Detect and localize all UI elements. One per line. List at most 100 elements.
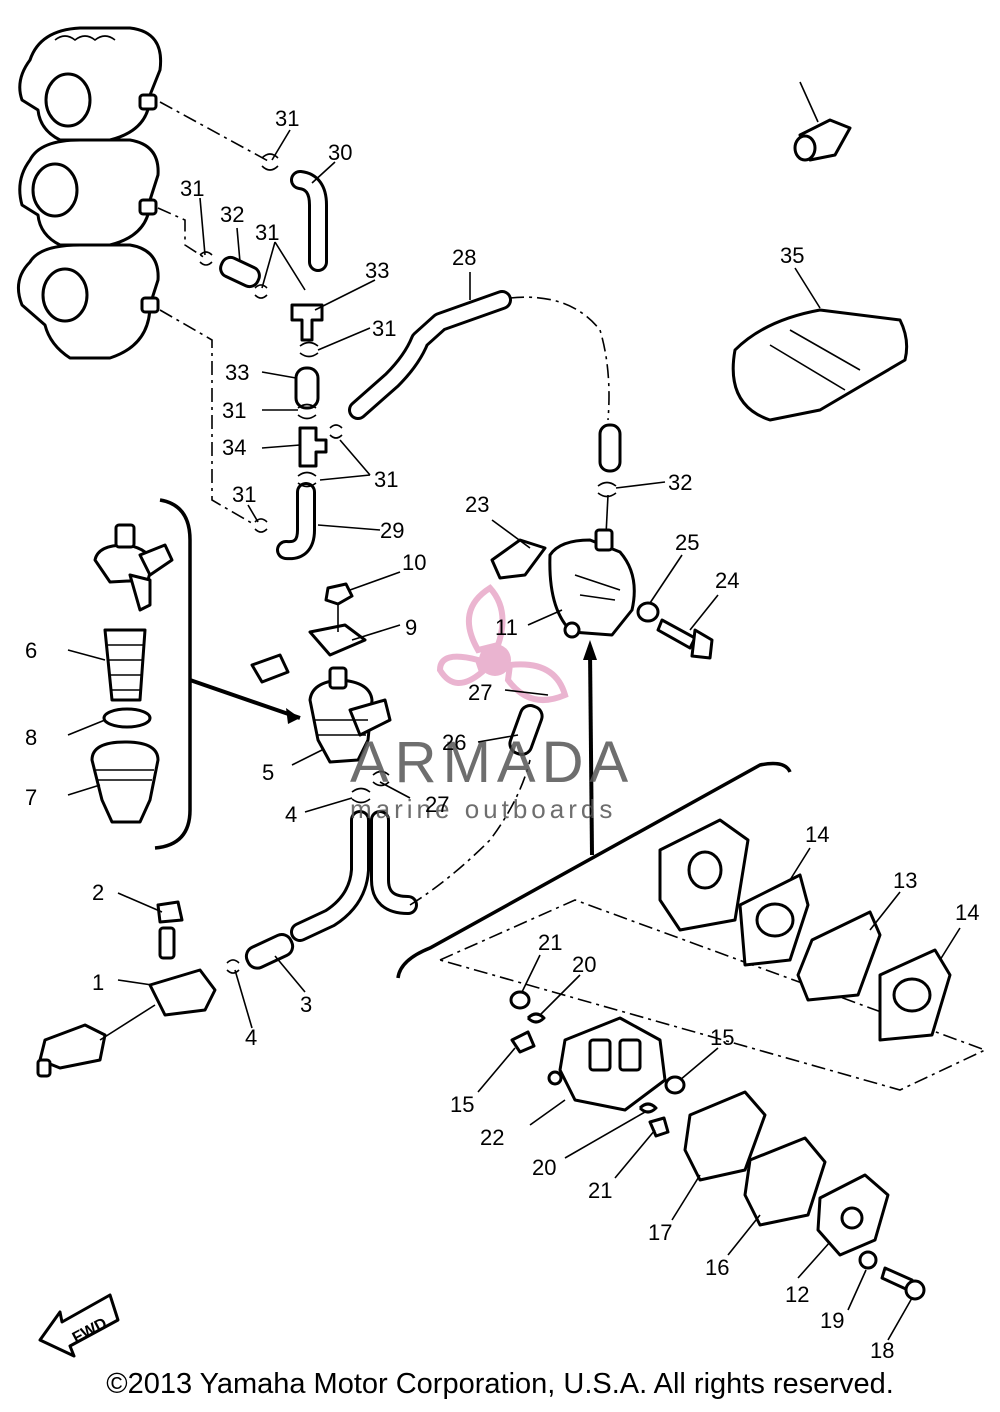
hose-30	[290, 170, 328, 272]
callout-15: 15	[450, 1092, 474, 1117]
callout-12: 12	[785, 1282, 809, 1307]
bracket-left	[154, 498, 192, 850]
callout-14: 14	[805, 822, 829, 847]
connector	[36, 1023, 107, 1078]
callout-3: 3	[300, 992, 312, 1017]
callout-13: 13	[893, 868, 917, 893]
fuel-filter-5	[308, 666, 392, 764]
fitting-35	[793, 118, 852, 162]
carburetor-bottom	[16, 243, 160, 360]
hose-below-filter	[290, 810, 418, 942]
callout-4: 4	[245, 1025, 257, 1050]
o-ring-8	[102, 707, 152, 729]
callout-31: 31	[275, 106, 299, 131]
gasket-17	[683, 1090, 767, 1182]
callout-31: 31	[255, 220, 279, 245]
callout-34: 35	[780, 243, 804, 268]
callout-21: 21	[538, 930, 562, 955]
callout-33: 34	[222, 435, 246, 460]
hose-32-top	[219, 255, 261, 289]
callout-31: 31	[372, 316, 396, 341]
diaphragm-14-a	[738, 873, 810, 967]
callout-6: 6	[25, 638, 37, 663]
callout-7: 7	[25, 785, 37, 810]
callout-15: 15	[710, 1025, 734, 1050]
callout-31: 31	[222, 398, 246, 423]
callout-33: 33	[365, 258, 389, 283]
nut-10	[324, 582, 354, 606]
callout-25: 25	[675, 530, 699, 555]
callout-14: 14	[955, 900, 979, 925]
joint-33-top	[290, 303, 324, 342]
callout-18: 18	[870, 1338, 894, 1363]
callout-20: 20	[572, 952, 596, 977]
gasket-23	[490, 538, 547, 580]
callout-10: 10	[402, 550, 426, 575]
pump-arrow	[588, 649, 594, 856]
filter-element-6	[103, 628, 147, 702]
hose-32-mid	[294, 366, 320, 410]
pump-plate-top	[658, 818, 750, 932]
callout-27: 27	[468, 680, 492, 705]
callout-labels: 1 2 3 4 4 5 6 7 8 9 10 11 12 13 14 14 15…	[25, 106, 979, 1363]
callout-30: 30	[328, 140, 352, 165]
callout-31: 31	[180, 176, 204, 201]
watermark: ARMADA marine outboards	[350, 584, 628, 824]
bolt-24	[656, 618, 714, 660]
fuel-joint-1	[148, 900, 217, 1017]
joint-33-mid	[298, 426, 328, 468]
pump-body-22	[547, 1016, 667, 1112]
bracket-right	[396, 761, 792, 979]
callout-16: 16	[705, 1255, 729, 1280]
filter-sleeve-34	[731, 308, 909, 422]
callout-29: 29	[380, 518, 404, 543]
carburetor-stack	[16, 26, 163, 360]
fwd-symbol: FWD	[38, 1293, 120, 1358]
bracket-9	[250, 623, 367, 684]
callout-21: 21	[588, 1178, 612, 1203]
hose-3	[244, 933, 295, 970]
callout-19: 19	[820, 1308, 844, 1333]
callout-11: 11	[495, 615, 518, 640]
diaphragm-16	[743, 1136, 827, 1227]
carburetor-top	[18, 26, 163, 142]
carburetor-middle	[18, 138, 160, 247]
gasket-13	[796, 910, 882, 1002]
diaphragm-14-b	[878, 948, 952, 1042]
callout-27: 27	[425, 792, 449, 817]
watermark-tagline: marine outboards	[350, 794, 616, 824]
detail-arrow	[189, 678, 301, 720]
callout-32: 32	[220, 202, 244, 227]
clamps	[199, 153, 617, 974]
fuel-pump-11	[548, 528, 636, 639]
leader-lines	[67, 81, 961, 1341]
callout-9: 9	[405, 615, 417, 640]
callout-5: 5	[262, 760, 274, 785]
callout-28: 28	[452, 245, 476, 270]
callout-32: 33	[225, 360, 249, 385]
callout-31: 31	[232, 482, 256, 507]
pump-cover-12	[816, 1173, 890, 1257]
callout-1: 1	[92, 970, 104, 995]
hose-26	[508, 704, 544, 756]
callout-20: 20	[532, 1155, 556, 1180]
filter-cup-7	[90, 740, 160, 824]
callout-24: 24	[715, 568, 739, 593]
callout-17: 17	[648, 1220, 672, 1245]
hose-29	[276, 482, 316, 561]
hose-to-pump	[598, 423, 622, 473]
callout-8: 8	[25, 725, 37, 750]
watermark-logo	[436, 584, 569, 703]
callout-2: 2	[92, 880, 104, 905]
callout-26: 26	[442, 730, 466, 755]
filter-assembly-detail	[93, 523, 174, 612]
washer-25	[636, 601, 660, 623]
callout-31: 31	[374, 467, 398, 492]
copyright-notice: ©2013 Yamaha Motor Corporation, U.S.A. A…	[106, 1368, 894, 1400]
callout-22: 22	[480, 1125, 504, 1150]
callout-23: 23	[465, 492, 489, 517]
callout-4: 4	[285, 802, 297, 827]
hose-28	[348, 290, 512, 420]
callout-31: 32	[668, 470, 692, 495]
